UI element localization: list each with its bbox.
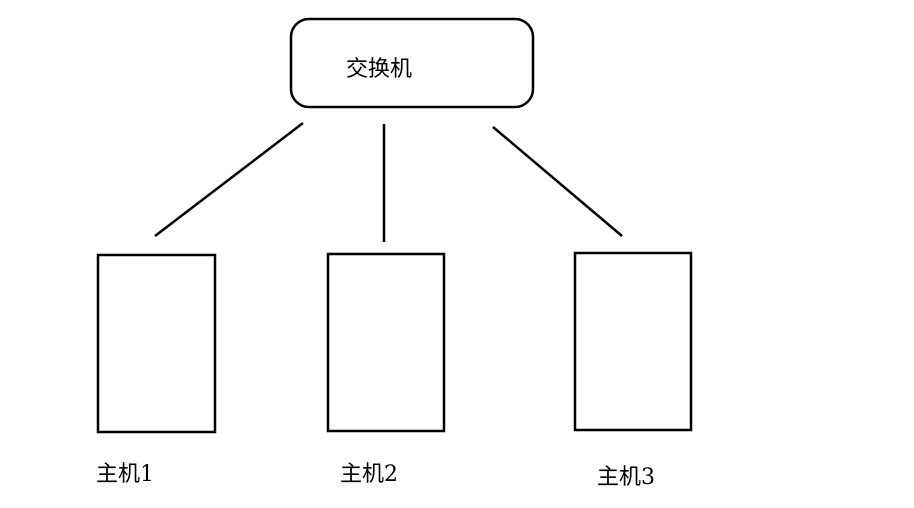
link-switch-host3 xyxy=(492,126,623,237)
host3-node xyxy=(573,251,693,432)
host2-node xyxy=(326,252,446,433)
link-switch-host1 xyxy=(154,122,304,237)
host3-label: 主机3 xyxy=(597,465,655,490)
host2-label: 主机2 xyxy=(340,462,398,487)
host1-node xyxy=(96,253,217,434)
switch-node xyxy=(289,17,535,109)
switch-label: 交换机 xyxy=(346,57,413,82)
host1-label: 主机1 xyxy=(96,462,154,487)
